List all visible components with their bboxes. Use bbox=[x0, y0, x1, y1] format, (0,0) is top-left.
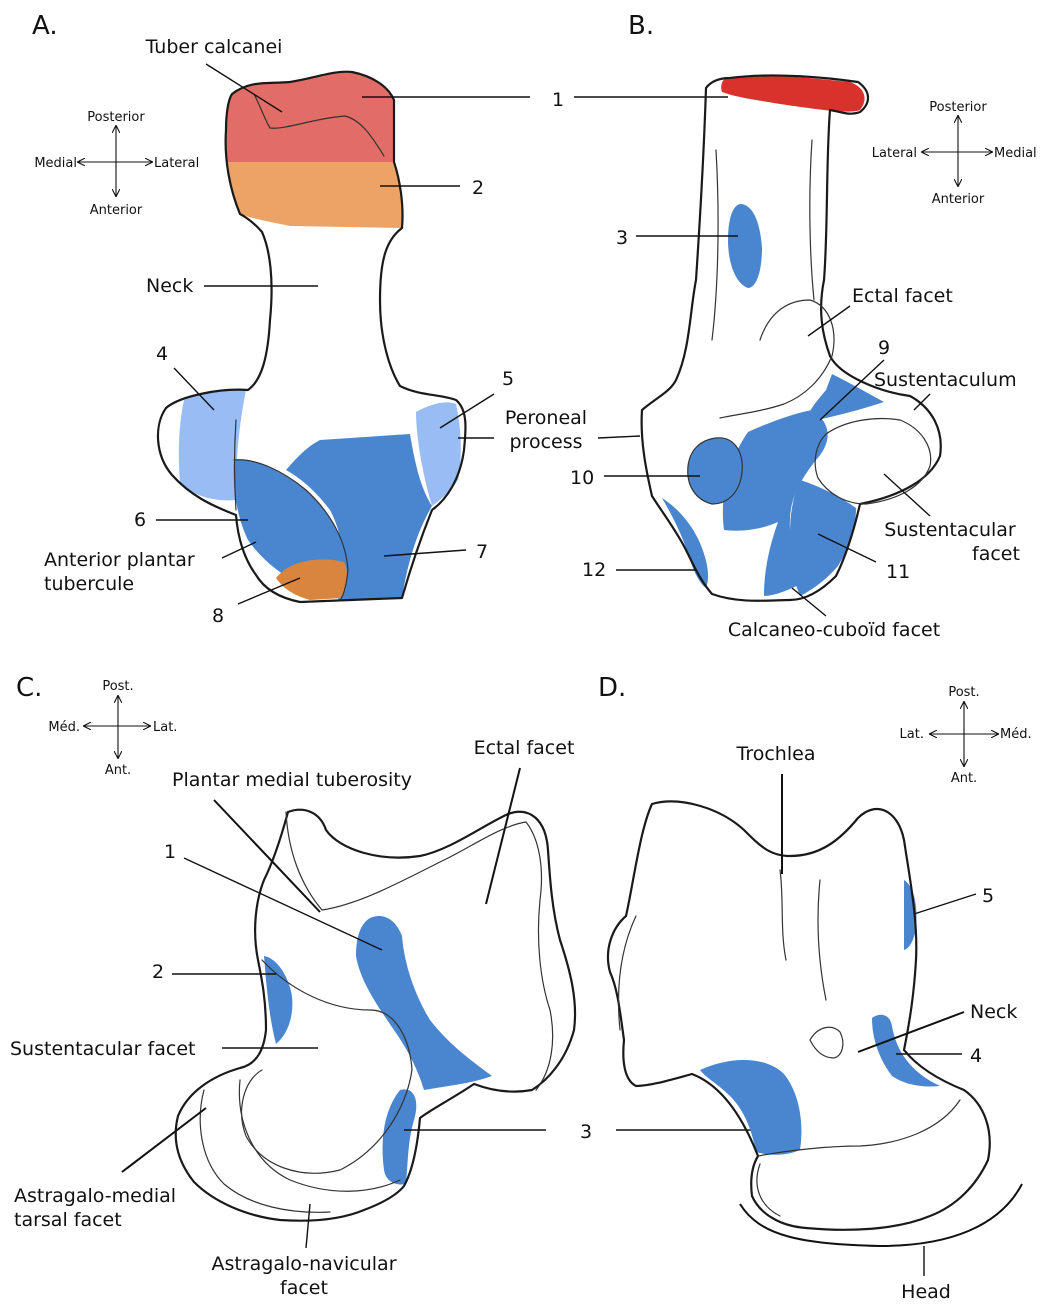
label-apt-1: Anterior plantar bbox=[44, 549, 195, 571]
panel-d: D. Post. Ant. Lat. Méd. Trochlea 5 Neck … bbox=[598, 673, 1032, 1303]
compass-up-label: Post. bbox=[948, 685, 979, 700]
leader-peroneal-b bbox=[598, 436, 640, 438]
neck-hole-d-outline bbox=[810, 1027, 843, 1058]
panel-a-letter: A. bbox=[32, 11, 58, 41]
trochlea-groove-d bbox=[780, 870, 826, 1000]
panel-d-compass: Post. Ant. Lat. Méd. bbox=[900, 685, 1032, 786]
label-trochlea: Trochlea bbox=[736, 743, 816, 765]
label-tuber-calcanei: Tuber calcanei bbox=[145, 36, 283, 58]
compass-up-label: Posterior bbox=[929, 100, 987, 115]
leader-sustentaculum bbox=[914, 394, 930, 410]
label-ectal-b: Ectal facet bbox=[852, 285, 953, 307]
compass-left-label: Lateral bbox=[872, 146, 917, 161]
panel-a: A. Posterior Anterior Medial Lateral Tub… bbox=[32, 11, 728, 627]
compass-down-label: Ant. bbox=[105, 763, 131, 778]
compass-down-label: Ant. bbox=[951, 771, 977, 786]
region-11-blue bbox=[789, 480, 856, 596]
region-c1-blue bbox=[356, 916, 492, 1090]
leader-apt bbox=[222, 542, 256, 558]
leader-amt bbox=[122, 1108, 206, 1172]
label-sust-facet-c: Sustentacular facet bbox=[10, 1038, 195, 1060]
leader-ectal-b bbox=[808, 306, 850, 336]
leader-ectal-c bbox=[486, 768, 520, 904]
label-c-2: 2 bbox=[152, 961, 164, 983]
compass-right-label: Medial bbox=[994, 146, 1037, 161]
region-9-blue bbox=[808, 374, 884, 422]
compass-right-label: Lateral bbox=[154, 156, 199, 171]
label-apt-2: tubercule bbox=[44, 573, 134, 595]
compass-down-label: Anterior bbox=[90, 203, 143, 218]
label-neck: Neck bbox=[146, 275, 193, 297]
label-peroneal-1: Peroneal bbox=[505, 407, 587, 429]
label-neck-d: Neck bbox=[970, 1001, 1017, 1023]
label-cc-facet: Calcaneo-cuboïd facet bbox=[728, 619, 940, 641]
label-an-2: facet bbox=[280, 1277, 328, 1299]
label-amt-2: tarsal facet bbox=[14, 1209, 122, 1231]
label-b-10: 10 bbox=[570, 467, 594, 489]
label-a-1: 1 bbox=[552, 89, 564, 111]
label-a-4: 4 bbox=[156, 343, 168, 365]
panel-a-compass: Posterior Anterior Medial Lateral bbox=[34, 110, 199, 218]
leader-d-5 bbox=[914, 894, 976, 914]
label-b-3: 3 bbox=[616, 227, 628, 249]
label-sust-facet-1: Sustentacular bbox=[884, 519, 1016, 541]
panel-c-compass: Post. Ant. Méd. Lat. bbox=[48, 679, 177, 778]
panel-b-letter: B. bbox=[628, 11, 654, 41]
panel-b-compass: Posterior Anterior Lateral Medial bbox=[872, 100, 1037, 207]
shaft-lines-b bbox=[712, 140, 814, 340]
label-pmt: Plantar medial tuberosity bbox=[172, 769, 412, 791]
head-bracket bbox=[740, 1184, 1022, 1246]
label-a-7: 7 bbox=[476, 541, 488, 563]
label-b-11: 11 bbox=[886, 561, 910, 583]
navicular-facet-c-outline bbox=[239, 1080, 400, 1191]
label-d-4: 4 bbox=[970, 1045, 982, 1067]
label-head: Head bbox=[901, 1281, 951, 1303]
compass-right-label: Lat. bbox=[153, 720, 177, 735]
label-b-12: 12 bbox=[582, 559, 606, 581]
compass-right-label: Méd. bbox=[1000, 727, 1032, 742]
panel-d-letter: D. bbox=[598, 673, 626, 703]
label-a-6: 6 bbox=[134, 509, 146, 531]
leader-an bbox=[306, 1204, 310, 1248]
compass-left-label: Lat. bbox=[900, 727, 924, 742]
label-amt-1: Astragalo-medial bbox=[14, 1185, 176, 1207]
astragalus-c-outline bbox=[176, 810, 575, 1221]
compass-down-label: Anterior bbox=[932, 192, 985, 207]
label-ectal-c: Ectal facet bbox=[474, 737, 575, 759]
sustentacular-facet-outline bbox=[815, 419, 931, 504]
astragalus-d-outline bbox=[608, 802, 990, 1230]
leader-pmt bbox=[214, 800, 320, 912]
label-sust-facet-2: facet bbox=[972, 543, 1020, 565]
medial-tarsal-facet-c-outline bbox=[200, 1090, 330, 1212]
region-2-orange bbox=[226, 162, 403, 228]
leader-cc-facet bbox=[792, 588, 826, 616]
compass-up-label: Posterior bbox=[87, 110, 145, 125]
label-c-1: 1 bbox=[164, 841, 176, 863]
panel-c: C. Post. Ant. Méd. Lat. Ectal facet Plan… bbox=[10, 673, 760, 1299]
label-c3-d3: 3 bbox=[580, 1121, 592, 1143]
compass-up-label: Post. bbox=[102, 679, 133, 694]
compass-left-label: Méd. bbox=[48, 720, 80, 735]
label-peroneal-2: process bbox=[509, 431, 582, 453]
region-c2-blue bbox=[264, 956, 292, 1044]
panel-b: B. Posterior Anterior Lateral Medial 3 E… bbox=[570, 11, 1037, 641]
label-b-9: 9 bbox=[878, 337, 890, 359]
label-an-1: Astragalo-navicular bbox=[211, 1253, 396, 1275]
label-sustentaculum: Sustentaculum bbox=[874, 369, 1017, 391]
region-3-blue bbox=[728, 204, 762, 288]
label-a-8: 8 bbox=[212, 605, 224, 627]
label-a-2: 2 bbox=[472, 177, 484, 199]
region-12-blue bbox=[662, 498, 708, 588]
label-a-5: 5 bbox=[502, 368, 514, 390]
compass-left-label: Medial bbox=[34, 156, 77, 171]
panel-c-letter: C. bbox=[16, 673, 42, 703]
label-d-5: 5 bbox=[982, 885, 994, 907]
ectal-facet-outline bbox=[720, 300, 834, 418]
